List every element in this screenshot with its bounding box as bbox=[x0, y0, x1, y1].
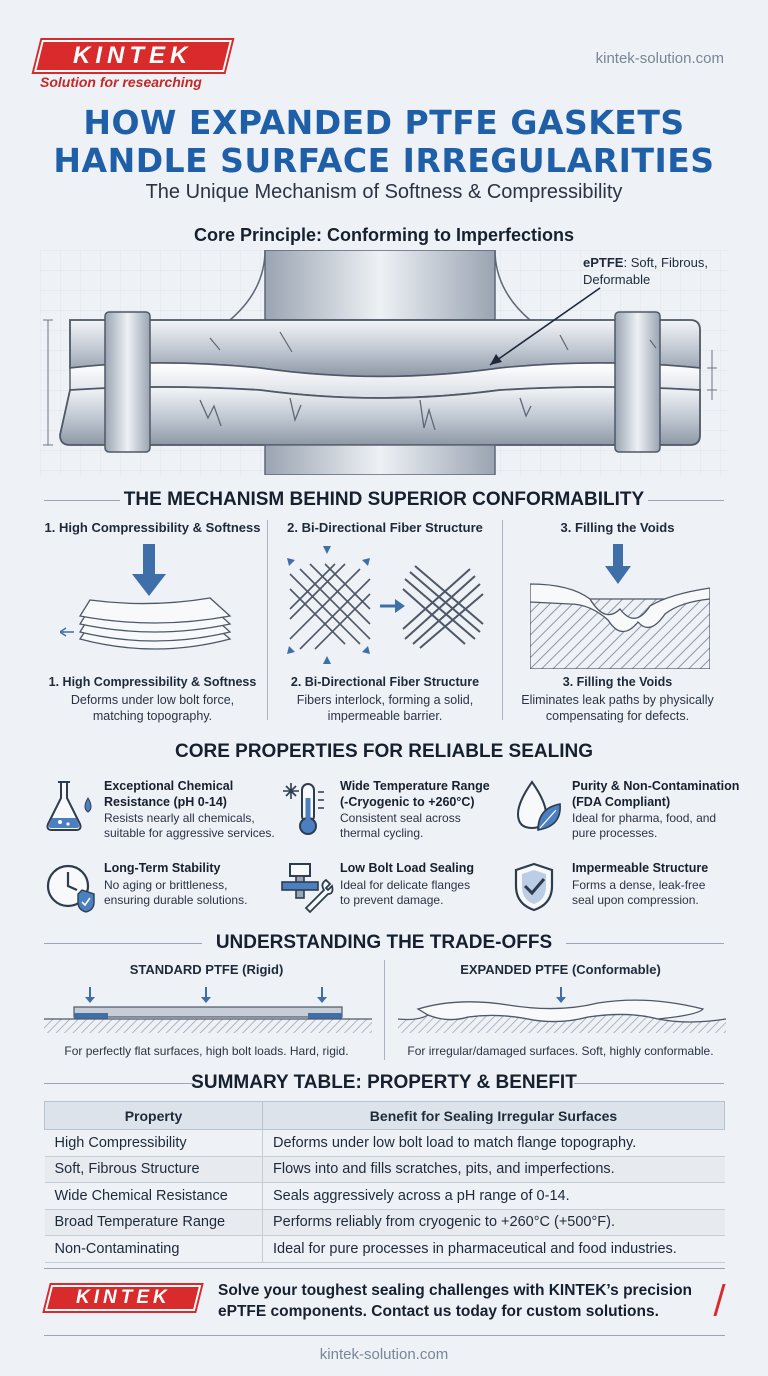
mechanism-1-head: 1. High Compressibility & Softness bbox=[44, 520, 261, 535]
mechanism-separator-2 bbox=[502, 520, 503, 720]
table-row: Soft, Fibrous Structure Flows into and f… bbox=[44, 1156, 725, 1183]
divider-right bbox=[648, 500, 724, 501]
cta-text: Solve your toughest sealing challenges w… bbox=[218, 1282, 692, 1320]
table-row: High Compressibility Deforms under low b… bbox=[44, 1129, 725, 1157]
mechanism-2-head: 2. Bi-Directional Fiber Structure bbox=[287, 520, 483, 535]
summary-divider-right bbox=[574, 1083, 724, 1084]
footer-divider-top bbox=[44, 1268, 725, 1269]
mechanism-fiber-structure: 2. Bi-Directional Fiber Structure 2. Bi- bbox=[270, 514, 500, 724]
summary-table: Property Benefit for Sealing Irregular S… bbox=[44, 1101, 725, 1263]
tradeoff-divider-right bbox=[566, 943, 724, 944]
divider-left bbox=[44, 500, 120, 501]
table-header-benefit: Benefit for Sealing Irregular Surfaces bbox=[262, 1101, 725, 1130]
footer-divider-bottom bbox=[44, 1335, 725, 1336]
eptfe-callout: ePTFE: Soft, Fibrous, Deformable bbox=[583, 255, 709, 287]
table-cell-property: Broad Temperature Range bbox=[44, 1209, 263, 1236]
property-3-title: Purity & Non-Contamination(FDA Compliant… bbox=[572, 779, 740, 809]
logo-footer-text: KINTEK bbox=[75, 1287, 171, 1308]
table-cell-property: High Compressibility bbox=[44, 1129, 263, 1157]
expanded-ptfe-title: EXPANDED PTFE (Conformable) bbox=[460, 962, 661, 977]
table-cell-property: Non-Contaminating bbox=[44, 1235, 263, 1263]
main-title-line2: HANDLE SURFACE IRREGULARITIES bbox=[53, 141, 715, 180]
table-header-row: Property Benefit for Sealing Irregular S… bbox=[44, 1101, 725, 1130]
property-2-title: Wide Temperature Range(-Cryogenic to +26… bbox=[340, 779, 490, 809]
droplet-leaf-icon bbox=[516, 780, 561, 831]
main-title-line1: HOW EXPANDED PTFE GASKETS bbox=[83, 103, 685, 142]
mechanism-3-head: 3. Filling the Voids bbox=[560, 520, 675, 535]
table-header-property: Property bbox=[44, 1101, 263, 1130]
table-cell-property: Soft, Fibrous Structure bbox=[44, 1156, 263, 1183]
table-row: Wide Chemical Resistance Seals aggressiv… bbox=[44, 1182, 725, 1210]
property-6-title: Impermeable Structure bbox=[572, 861, 709, 875]
compressed-layers-icon bbox=[60, 544, 232, 650]
property-long-term-stability: Long-Term Stability No aging or brittlen… bbox=[44, 860, 279, 920]
standard-ptfe-title: STANDARD PTFE (Rigid) bbox=[129, 962, 284, 977]
website-link-top[interactable]: kintek-solution.com bbox=[595, 50, 724, 67]
properties-heading: CORE PROPERTIES FOR RELIABLE SEALING bbox=[174, 741, 594, 762]
website-link-bottom[interactable]: kintek-solution.com bbox=[319, 1346, 449, 1363]
kintek-logo[interactable]: KINTEK bbox=[34, 40, 232, 72]
mechanism-compressibility: 1. High Compressibility & Softness 1. Hi… bbox=[40, 514, 265, 724]
tradeoff-separator bbox=[384, 960, 385, 1060]
core-principle-heading: Core Principle: Conforming to Imperfecti… bbox=[193, 225, 575, 245]
tradeoffs-heading: UNDERSTANDING THE TRADE-OFFS bbox=[215, 932, 553, 953]
cta-accent-slash bbox=[713, 1284, 726, 1316]
table-row: Non-Contaminating Ideal for pure process… bbox=[44, 1235, 725, 1263]
mechanism-heading: THE MECHANISM BEHIND SUPERIOR CONFORMABI… bbox=[123, 489, 645, 510]
standard-ptfe-caption: For perfectly flat surfaces, high bolt l… bbox=[64, 1044, 349, 1058]
table-cell-benefit: Ideal for pure processes in pharmaceutic… bbox=[262, 1235, 725, 1263]
fiber-weave-icon bbox=[287, 546, 484, 664]
subtitle: The Unique Mechanism of Softness & Compr… bbox=[145, 181, 623, 203]
table-row: Broad Temperature Range Performs reliabl… bbox=[44, 1209, 725, 1236]
summary-divider-left bbox=[44, 1083, 194, 1084]
mechanism-filling-voids: 3. Filling the Voids 3. Filling the Void… bbox=[505, 514, 730, 724]
property-5-title: Low Bolt Load Sealing bbox=[340, 861, 475, 875]
thermometer-icon bbox=[283, 783, 324, 835]
mechanism-3-title: 3. Filling the Voids bbox=[562, 675, 673, 689]
expanded-ptfe-diagram bbox=[398, 987, 726, 1033]
flask-icon bbox=[46, 781, 92, 831]
table-cell-benefit: Performs reliably from cryogenic to +260… bbox=[262, 1209, 725, 1236]
table-cell-benefit: Seals aggressively across a pH range of … bbox=[262, 1182, 725, 1210]
tradeoff-divider-left bbox=[44, 943, 202, 944]
logo-text: KINTEK bbox=[73, 42, 193, 69]
standard-ptfe-diagram bbox=[44, 987, 372, 1033]
mechanism-1-title: 1. High Compressibility & Softness bbox=[48, 675, 257, 689]
property-purity: Purity & Non-Contamination(FDA Compliant… bbox=[512, 778, 742, 848]
expanded-ptfe-caption: For irregular/damaged surfaces. Soft, hi… bbox=[407, 1044, 714, 1058]
summary-heading: SUMMARY TABLE: PROPERTY & BENEFIT bbox=[191, 1072, 577, 1093]
kintek-logo-footer[interactable]: KINTEK bbox=[44, 1285, 202, 1311]
table-cell-benefit: Flows into and fills scratches, pits, an… bbox=[262, 1156, 725, 1183]
bolt-wrench-icon bbox=[281, 863, 334, 914]
property-temperature-range: Wide Temperature Range(-Cryogenic to +26… bbox=[280, 778, 510, 848]
mechanism-2-desc: Fibers interlock, forming a solid,imperm… bbox=[296, 693, 474, 723]
mechanism-separator-1 bbox=[267, 520, 268, 720]
property-4-title: Long-Term Stability bbox=[104, 861, 221, 875]
table-cell-benefit: Deforms under low bolt load to match fla… bbox=[262, 1129, 725, 1157]
mechanism-1-desc: Deforms under low bolt force,matching to… bbox=[70, 693, 235, 723]
property-impermeable: Impermeable Structure Forms a dense, lea… bbox=[512, 860, 742, 920]
void-filling-icon bbox=[530, 544, 710, 669]
logo-tagline: Solution for researching bbox=[40, 74, 202, 90]
property-1-desc: Resists nearly all chemicals,suitable fo… bbox=[104, 811, 275, 840]
property-4-desc: No aging or brittleness,ensuring durable… bbox=[104, 878, 248, 907]
flange-gasket-illustration bbox=[40, 250, 728, 475]
table-cell-property: Wide Chemical Resistance bbox=[44, 1182, 263, 1210]
shield-check-icon bbox=[514, 862, 554, 912]
property-low-bolt-load: Low Bolt Load Sealing Ideal for delicate… bbox=[280, 860, 510, 920]
clock-shield-icon bbox=[46, 864, 95, 913]
mechanism-2-title: 2. Bi-Directional Fiber Structure bbox=[290, 675, 480, 689]
